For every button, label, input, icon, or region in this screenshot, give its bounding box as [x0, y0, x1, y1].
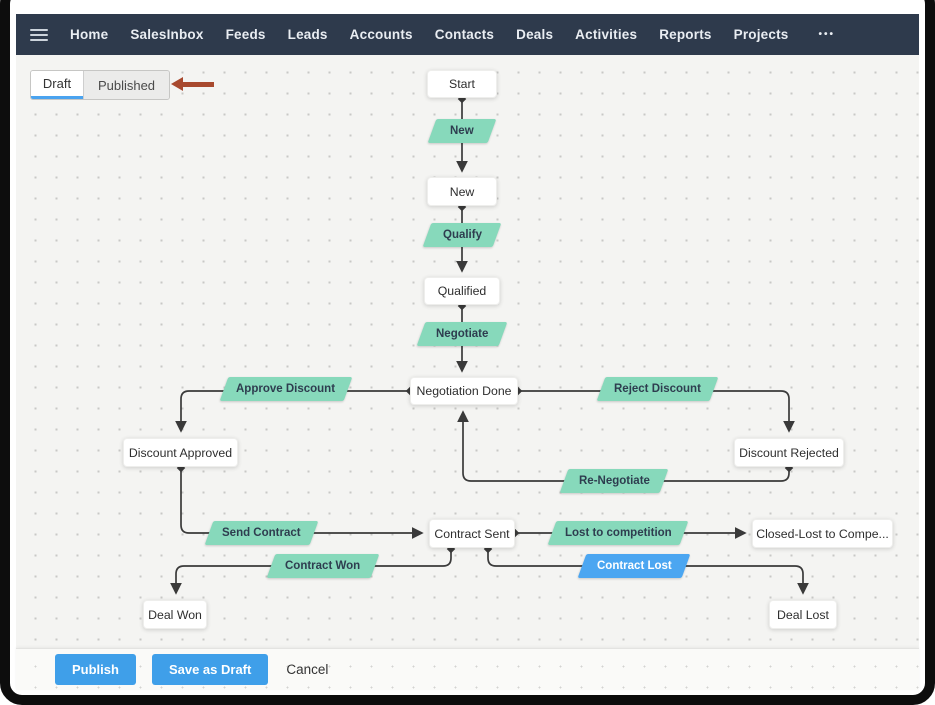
- transition-lost-to-competition[interactable]: Lost to competition: [548, 521, 689, 545]
- transition-send-contract[interactable]: Send Contract: [205, 521, 319, 545]
- node-start[interactable]: Start: [427, 70, 497, 98]
- hamburger-menu-icon[interactable]: [30, 29, 48, 41]
- transition-negotiate[interactable]: Negotiate: [417, 322, 508, 346]
- transition-approve-discount[interactable]: Approve Discount: [220, 377, 353, 401]
- tab-draft[interactable]: Draft: [31, 71, 83, 99]
- nav-item-projects[interactable]: Projects: [734, 27, 789, 42]
- node-deal-lost[interactable]: Deal Lost: [769, 600, 837, 629]
- node-discount-approved[interactable]: Discount Approved: [123, 438, 238, 467]
- top-nav: Home SalesInbox Feeds Leads Accounts Con…: [16, 14, 919, 55]
- nav-item-accounts[interactable]: Accounts: [350, 27, 413, 42]
- nav-item-contacts[interactable]: Contacts: [435, 27, 494, 42]
- node-new[interactable]: New: [427, 177, 497, 206]
- transition-qualify[interactable]: Qualify: [423, 223, 502, 247]
- nav-item-reports[interactable]: Reports: [659, 27, 711, 42]
- transition-contract-won[interactable]: Contract Won: [267, 554, 380, 578]
- node-negotiation-done[interactable]: Negotiation Done: [410, 377, 518, 405]
- tab-published[interactable]: Published: [83, 71, 169, 99]
- node-contract-sent[interactable]: Contract Sent: [429, 519, 515, 548]
- nav-item-feeds[interactable]: Feeds: [226, 27, 266, 42]
- publish-button[interactable]: Publish: [55, 654, 136, 685]
- transition-contract-lost[interactable]: Contract Lost: [578, 554, 691, 578]
- save-as-draft-button[interactable]: Save as Draft: [152, 654, 268, 685]
- nav-item-activities[interactable]: Activities: [575, 27, 637, 42]
- transition-re-negotiate[interactable]: Re-Negotiate: [560, 469, 669, 493]
- nav-item-home[interactable]: Home: [70, 27, 108, 42]
- node-qualified[interactable]: Qualified: [424, 277, 500, 305]
- nav-item-deals[interactable]: Deals: [516, 27, 553, 42]
- annotation-arrow: [182, 82, 214, 87]
- cancel-button[interactable]: Cancel: [286, 662, 328, 677]
- node-discount-rejected[interactable]: Discount Rejected: [734, 438, 844, 467]
- transition-new[interactable]: New: [428, 119, 497, 143]
- nav-item-leads[interactable]: Leads: [288, 27, 328, 42]
- transition-reject-discount[interactable]: Reject Discount: [597, 377, 719, 401]
- node-closed-lost-to-competition[interactable]: Closed-Lost to Compe...: [752, 519, 893, 548]
- nav-item-salesinbox[interactable]: SalesInbox: [130, 27, 203, 42]
- footer-action-bar: Publish Save as Draft Cancel: [16, 648, 919, 690]
- node-deal-won[interactable]: Deal Won: [143, 600, 207, 629]
- blueprint-canvas: [16, 55, 919, 648]
- view-tabs: Draft Published: [30, 70, 170, 100]
- more-tabs-icon[interactable]: •••: [818, 29, 835, 40]
